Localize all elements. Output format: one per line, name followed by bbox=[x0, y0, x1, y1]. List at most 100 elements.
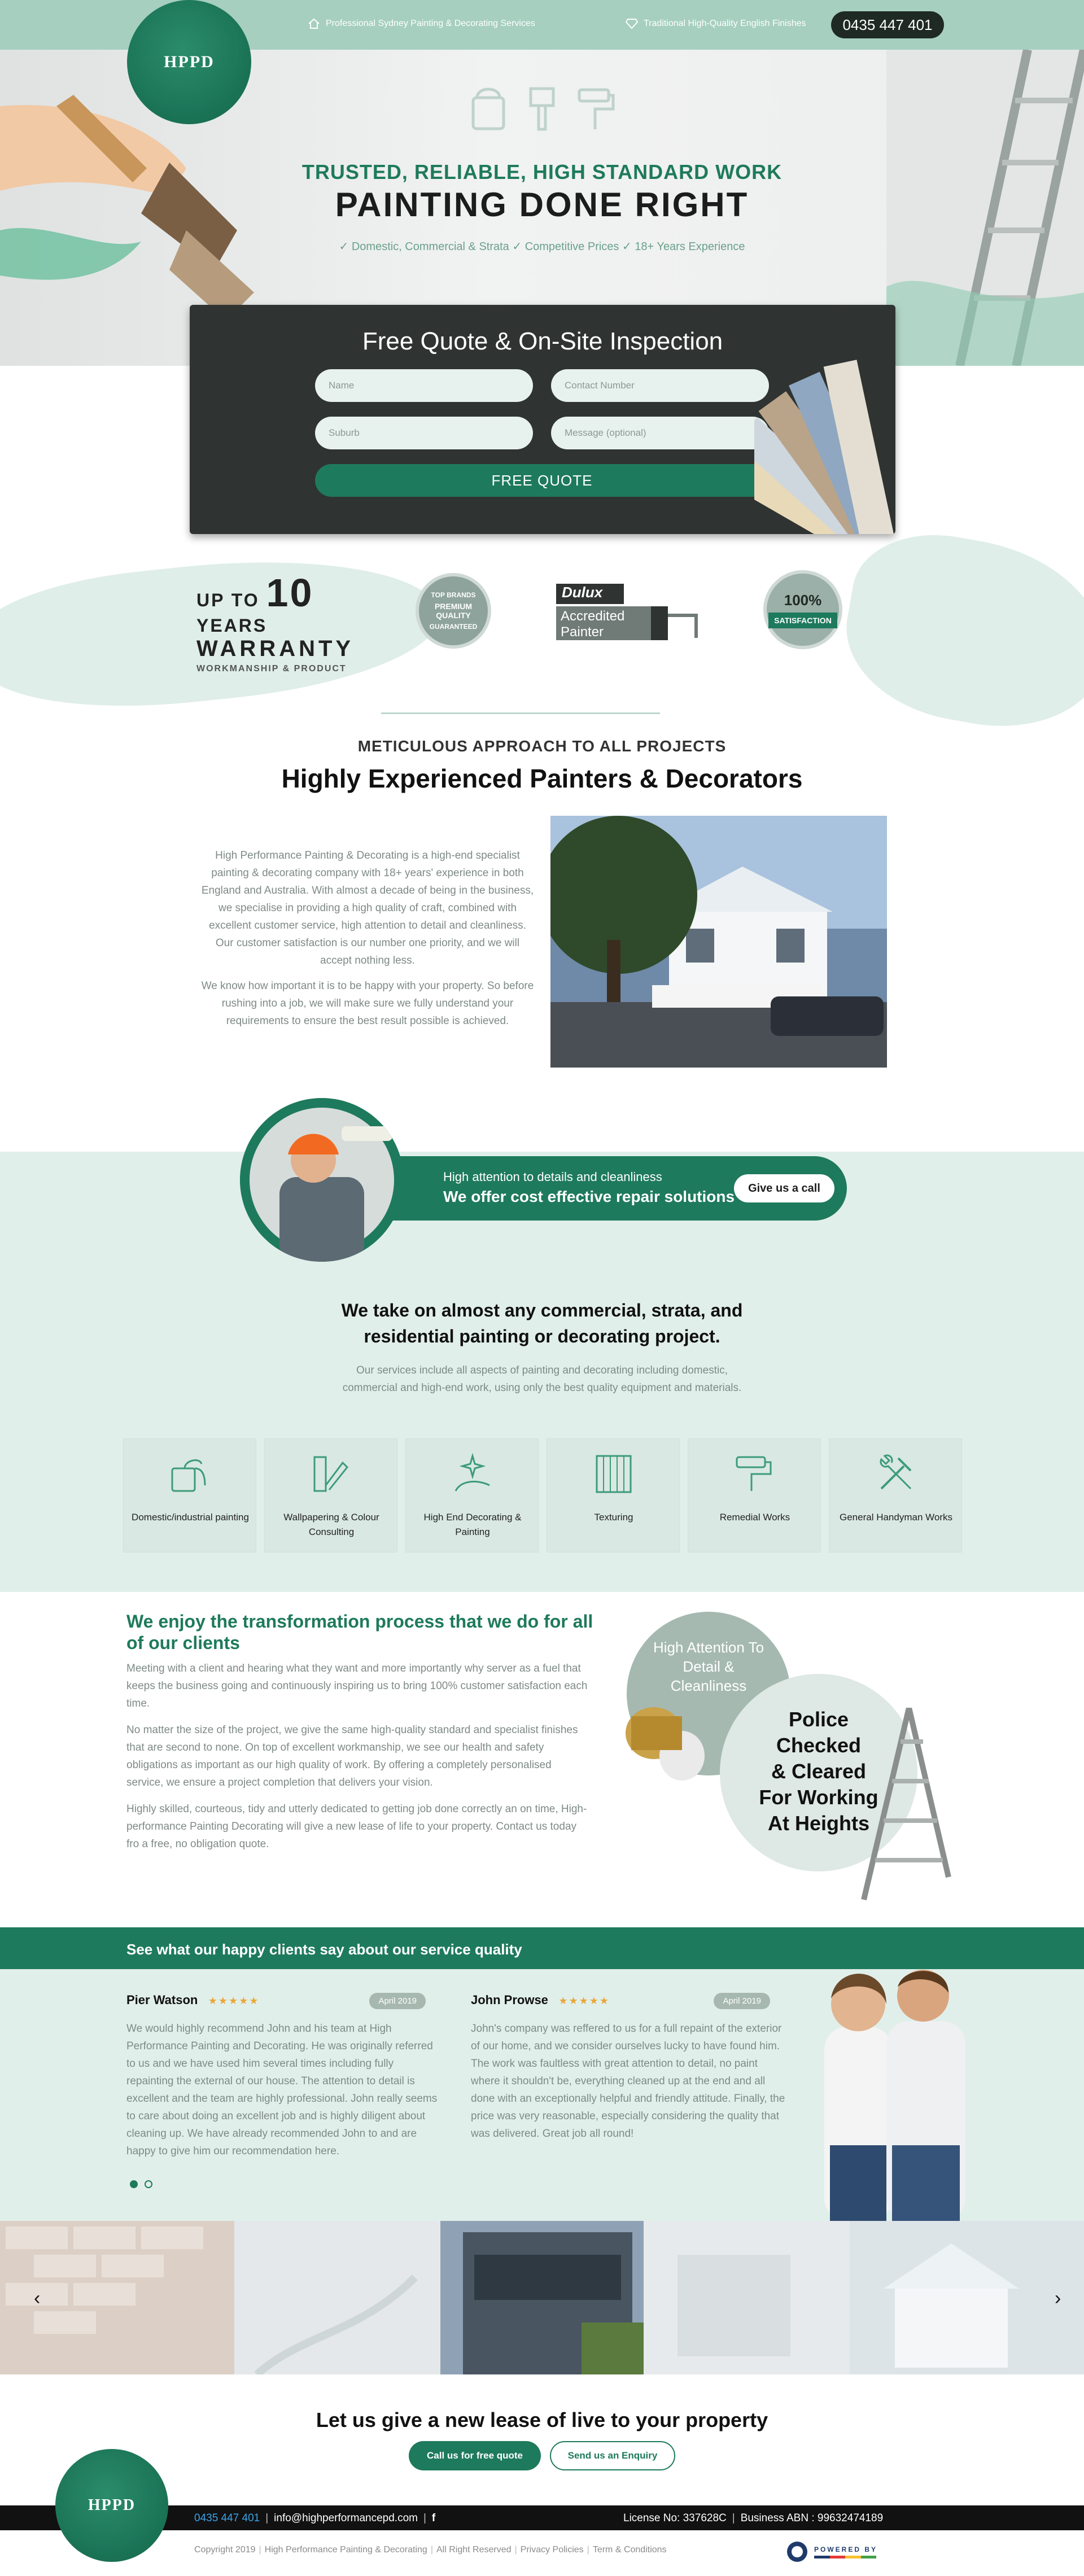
powered-by-text: POWERED BY bbox=[814, 2545, 878, 2553]
services-text: Our services include all aspects of pain… bbox=[0, 1362, 1084, 1397]
give-us-a-call-button[interactable]: Give us a call bbox=[734, 1174, 834, 1202]
review-date: April 2019 bbox=[369, 1993, 426, 2009]
services-title-line2: residential painting or decorating proje… bbox=[364, 1326, 720, 1346]
premium-quality-seal: TOP BRANDS PREMIUM QUALITY GUARANTEED bbox=[416, 573, 491, 649]
sparkle-hand-icon bbox=[454, 1453, 490, 1492]
footer-phone-link[interactable]: 0435 447 401 bbox=[194, 2512, 260, 2524]
facebook-icon[interactable]: f bbox=[431, 2512, 436, 2524]
suburb-input[interactable] bbox=[315, 417, 533, 449]
gallery-image-wall[interactable] bbox=[234, 2221, 440, 2374]
diamond-icon bbox=[626, 19, 638, 29]
topbar-finishes: Traditional High-Quality English Finishe… bbox=[626, 18, 806, 29]
service-label: Wallpapering & Colour Consulting bbox=[283, 1512, 379, 1537]
footer-bar: 0435 447 401 | info@highperformancepd.co… bbox=[0, 2505, 1084, 2530]
service-card-wallpapering[interactable]: Wallpapering & Colour Consulting bbox=[264, 1438, 397, 1552]
police-line-2: Checked bbox=[776, 1734, 862, 1757]
gallery-image-house[interactable] bbox=[850, 2221, 1084, 2374]
privacy-link[interactable]: Privacy Policies bbox=[520, 2545, 584, 2555]
cta-title: Let us give a new lease of live to your … bbox=[316, 2408, 768, 2431]
footer-business-info: License No: 337628C | Business ABN : 996… bbox=[623, 2512, 883, 2525]
name-input[interactable] bbox=[315, 369, 533, 402]
warranty-up-to: UP TO bbox=[196, 590, 260, 610]
service-card-remedial[interactable]: Remedial Works bbox=[688, 1438, 821, 1552]
texture-panel-icon bbox=[596, 1455, 632, 1493]
review-text: John's company was reffered to us for a … bbox=[471, 2023, 785, 2140]
service-card-domestic[interactable]: Domestic/industrial painting bbox=[123, 1438, 256, 1552]
gallery-next-arrow[interactable]: › bbox=[1055, 2288, 1061, 2309]
warranty-years: YEARS bbox=[196, 615, 268, 636]
hero-bullet-1: Domestic, Commercial & Strata bbox=[351, 240, 509, 253]
dulux-line2: Painter bbox=[561, 624, 604, 640]
intro-text: High Performance Painting & Decorating i… bbox=[201, 847, 534, 1038]
hand-brush-illustration bbox=[0, 95, 254, 321]
quote-form: Free Quote & On-Site Inspection FREE QUO… bbox=[190, 305, 895, 534]
service-card-handyman[interactable]: General Handyman Works bbox=[829, 1438, 962, 1552]
business-abn: Business ABN : 99632474189 bbox=[740, 2512, 884, 2524]
review-stars: ★★★★★ bbox=[208, 1995, 260, 2006]
license-number: License No: 337628C bbox=[623, 2512, 727, 2524]
call-free-quote-button[interactable]: Call us for free quote bbox=[409, 2441, 541, 2470]
step-ladder-illustration bbox=[861, 1708, 951, 1901]
hero-bullet-3: 18+ Years Experience bbox=[635, 240, 745, 253]
message-input[interactable] bbox=[551, 417, 769, 449]
service-label: Texturing bbox=[594, 1512, 633, 1523]
police-line-1: Police bbox=[788, 1708, 849, 1731]
hero-bullets: ✓ Domestic, Commercial & Strata ✓ Compet… bbox=[0, 239, 1084, 253]
service-card-high-end[interactable]: High End Decorating & Painting bbox=[405, 1438, 539, 1552]
logo-text: HPPD bbox=[164, 53, 215, 71]
footer-copyright: Copyright 2019 | High Performance Painti… bbox=[194, 2545, 667, 2555]
separator: | bbox=[732, 2512, 735, 2524]
house-photo bbox=[550, 816, 887, 1068]
terms-link[interactable]: Term & Conditions bbox=[592, 2545, 667, 2555]
satisfaction-seal: 100% SATISFACTION bbox=[763, 570, 842, 649]
brush-stroke-decor bbox=[833, 521, 1084, 744]
footer-logo-text: HPPD bbox=[88, 2496, 136, 2514]
review-stars: ★★★★★ bbox=[558, 1995, 610, 2006]
header-phone-button[interactable]: 0435 447 401 bbox=[831, 11, 944, 38]
service-card-texturing[interactable]: Texturing bbox=[547, 1438, 680, 1552]
carousel-dot[interactable] bbox=[145, 2180, 152, 2188]
separator: | bbox=[430, 2545, 433, 2555]
gallery-image-brick[interactable] bbox=[0, 2221, 234, 2374]
topbar-services-text: Professional Sydney Painting & Decoratin… bbox=[326, 19, 535, 28]
paint-roller-icon bbox=[736, 1456, 772, 1491]
roller-icon bbox=[578, 88, 615, 129]
service-label: General Handyman Works bbox=[840, 1512, 952, 1523]
review-card: John Prowse ★★★★★ April 2019 John's comp… bbox=[471, 1993, 787, 2142]
gallery-prev-arrow[interactable]: ‹ bbox=[34, 2288, 41, 2309]
warranty-badge: UP TO 10 YEARS WARRANTY WORKMANSHIP & PR… bbox=[196, 570, 366, 674]
house-icon bbox=[308, 18, 320, 29]
send-enquiry-button[interactable]: Send us an Enquiry bbox=[550, 2441, 675, 2470]
services-text-line1: Our services include all aspects of pain… bbox=[356, 1364, 728, 1376]
powered-by[interactable]: POWERED BY bbox=[786, 2540, 877, 2563]
satisfaction-ribbon: SATISFACTION bbox=[768, 612, 837, 628]
colour-swatch-icon bbox=[313, 1456, 349, 1492]
warranty-word: WARRANTY bbox=[196, 636, 355, 661]
free-quote-button[interactable]: FREE QUOTE bbox=[315, 464, 769, 497]
transformation-text: Meeting with a client and hearing what t… bbox=[126, 1660, 589, 1862]
transformation-paragraph-2: No matter the size of the project, we gi… bbox=[126, 1724, 578, 1788]
quote-title: Free Quote & On-Site Inspection bbox=[362, 327, 723, 355]
dulux-accredited-badge: Dulux Accredited Painter bbox=[556, 584, 709, 640]
review-name: Pier Watson bbox=[126, 1993, 198, 2007]
project-gallery: ‹ › bbox=[0, 2221, 1084, 2374]
footer-email-link[interactable]: info@highperformancepd.com bbox=[274, 2512, 418, 2524]
service-label: Remedial Works bbox=[719, 1512, 790, 1523]
separator: | bbox=[587, 2545, 589, 2555]
contact-number-input[interactable] bbox=[551, 369, 769, 402]
hero-bullet-2: Competitive Prices bbox=[524, 240, 619, 253]
carousel-dot-active[interactable] bbox=[130, 2180, 138, 2188]
repair-banner-small: High attention to details and cleanlines… bbox=[443, 1170, 662, 1184]
transformation-paragraph-1: Meeting with a client and hearing what t… bbox=[126, 1663, 588, 1709]
footer-logo[interactable]: HPPD bbox=[55, 2449, 168, 2562]
gallery-image-apartment[interactable] bbox=[440, 2221, 644, 2374]
intro-kicker: METICULOUS APPROACH TO ALL PROJECTS bbox=[357, 737, 727, 755]
agency-logo-icon bbox=[787, 2542, 807, 2562]
service-label: Domestic/industrial painting bbox=[132, 1512, 249, 1523]
gallery-image-street[interactable] bbox=[644, 2221, 850, 2374]
review-text: We would highly recommend John and his t… bbox=[126, 2023, 438, 2157]
seal-mid-text: PREMIUM QUALITY bbox=[434, 602, 473, 620]
logo[interactable]: HPPD bbox=[127, 0, 251, 124]
check-icon: ✓ bbox=[622, 240, 635, 253]
happy-couple-photo bbox=[824, 1970, 965, 2221]
